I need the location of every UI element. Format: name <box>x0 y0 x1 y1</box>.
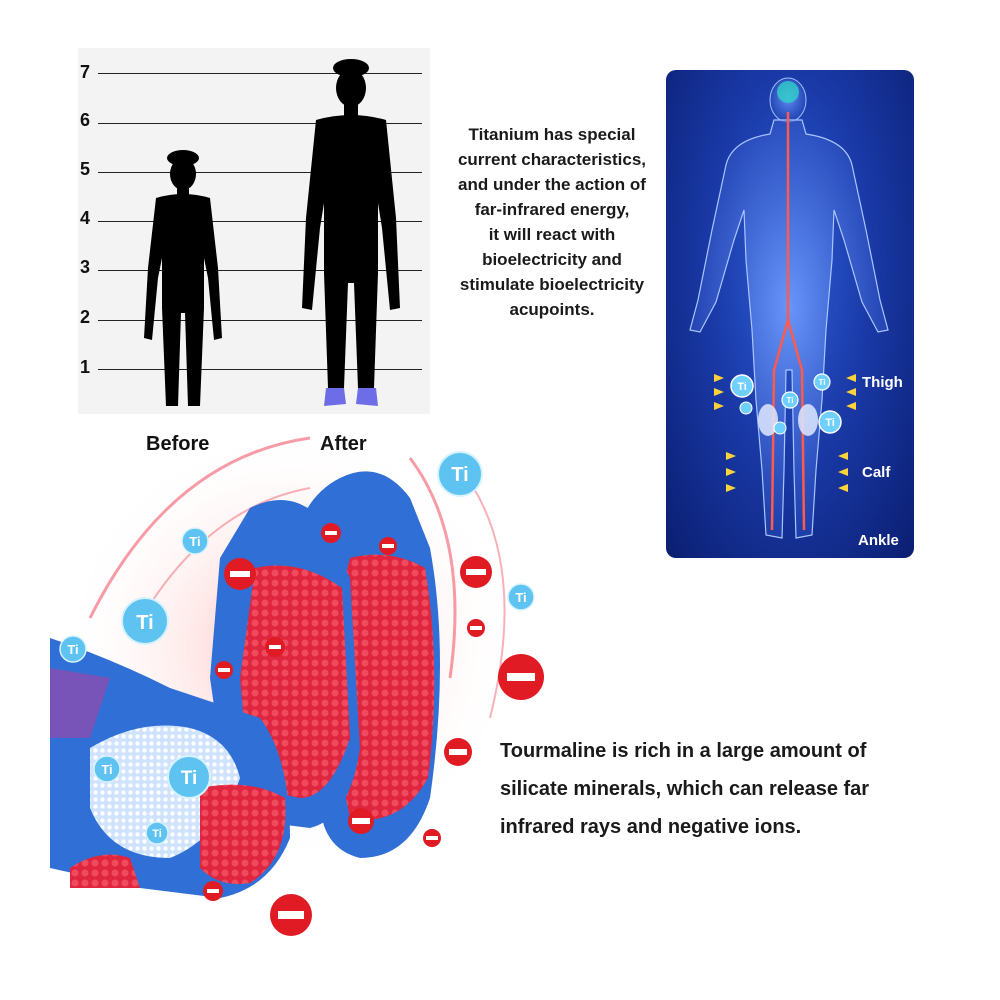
compression-socks-graphic <box>50 428 520 898</box>
ti-symbol: Ti <box>67 642 78 657</box>
titanium-line-3: and under the action of <box>458 175 646 194</box>
ti-symbol: Ti <box>451 464 468 486</box>
negative-ion-marker <box>496 652 546 707</box>
titanium-line-1: Titanium has special <box>468 125 636 144</box>
ti-ion-bubble: Ti <box>180 526 210 561</box>
ti-symbol: Ti <box>819 378 826 387</box>
negative-ion-marker <box>222 556 258 597</box>
negative-ion-marker <box>442 736 474 773</box>
tourmaline-description: Tourmaline is rich in a large amount of … <box>500 732 940 846</box>
ti-symbol: Ti <box>152 828 162 840</box>
ti-ion-bubble: Ti <box>120 596 170 651</box>
negative-ion-marker <box>202 880 224 907</box>
ti-symbol: Ti <box>787 396 794 405</box>
body-illustration-panel: Ti Ti Ti Ti Thigh Calf Ankle <box>666 70 914 558</box>
ti-ion-bubble: Ti <box>166 754 212 805</box>
titanium-line-5: it will react with <box>488 225 616 244</box>
ti-ion-bubble: Ti <box>144 820 170 851</box>
tourmaline-line-2: silicate minerals, which can release far <box>500 778 870 800</box>
negative-ion-marker <box>458 554 494 595</box>
ti-ion-bubble: Ti <box>58 634 88 669</box>
negative-ion-marker <box>214 660 234 685</box>
scale-line-3 <box>98 270 422 271</box>
ti-ion-bubble: Ti <box>436 450 484 503</box>
ti-ion-bubble: Ti <box>92 754 122 789</box>
scale-line-7 <box>98 73 422 74</box>
tourmaline-line-1: Tourmaline is rich in a large amount of <box>500 740 867 762</box>
scale-line-5 <box>98 172 422 173</box>
scale-number-6: 6 <box>80 110 91 130</box>
scale-line-2 <box>98 320 422 321</box>
negative-ion-marker <box>268 892 314 943</box>
tourmaline-line-3: infrared rays and negative ions. <box>500 816 802 838</box>
titanium-line-6: bioelectricity and <box>482 250 622 269</box>
scale-line-4 <box>98 221 422 222</box>
negative-ion-marker <box>320 522 342 549</box>
height-comparison-chart: 7 6 5 4 3 2 1 <box>78 48 430 414</box>
scale-number-5: 5 <box>80 159 91 179</box>
ti-symbol: Ti <box>136 612 153 634</box>
negative-ion-marker <box>346 806 376 841</box>
negative-ion-marker <box>264 636 286 663</box>
negative-ion-marker <box>422 828 442 853</box>
negative-ion-marker <box>466 618 486 643</box>
scale-number-1: 1 <box>80 357 91 377</box>
human-body-illustration: Ti Ti Ti Ti <box>689 77 889 539</box>
titanium-line-4: far-infrared energy, <box>474 200 630 219</box>
ti-symbol: Ti <box>825 417 835 429</box>
titanium-line-2: current characteristics, <box>457 150 647 169</box>
energy-arrows <box>714 374 856 492</box>
ti-ion-bubble: Ti <box>506 582 536 617</box>
scale-line-6 <box>98 123 422 124</box>
ti-symbol: Ti <box>181 768 198 789</box>
ti-symbol: Ti <box>101 762 112 777</box>
negative-ion-marker <box>378 536 398 561</box>
calf-label: Calf <box>862 464 891 481</box>
scale-line-1 <box>98 369 422 370</box>
ti-symbol: Ti <box>515 590 526 605</box>
titanium-line-7: stimulate bioelectricity <box>459 275 645 294</box>
scale-number-4: 4 <box>80 208 91 228</box>
scale-number-3: 3 <box>80 257 91 277</box>
ti-symbol: Ti <box>737 381 747 393</box>
ti-symbol: Ti <box>189 534 200 549</box>
scale-number-7: 7 <box>80 62 91 82</box>
ankle-label: Ankle <box>858 532 899 549</box>
before-silhouette <box>144 150 222 406</box>
titanium-line-8: acupoints. <box>509 300 595 319</box>
ti-ion-bubbles: Ti Ti Ti Ti <box>730 373 842 435</box>
scale-number-2: 2 <box>80 307 91 327</box>
socks-illustration: Ti Ti Ti Ti Ti Ti Ti Ti <box>50 418 544 958</box>
titanium-description: Titanium has special current characteris… <box>428 122 676 322</box>
after-silhouette <box>302 59 400 406</box>
thigh-label: Thigh <box>862 374 903 391</box>
